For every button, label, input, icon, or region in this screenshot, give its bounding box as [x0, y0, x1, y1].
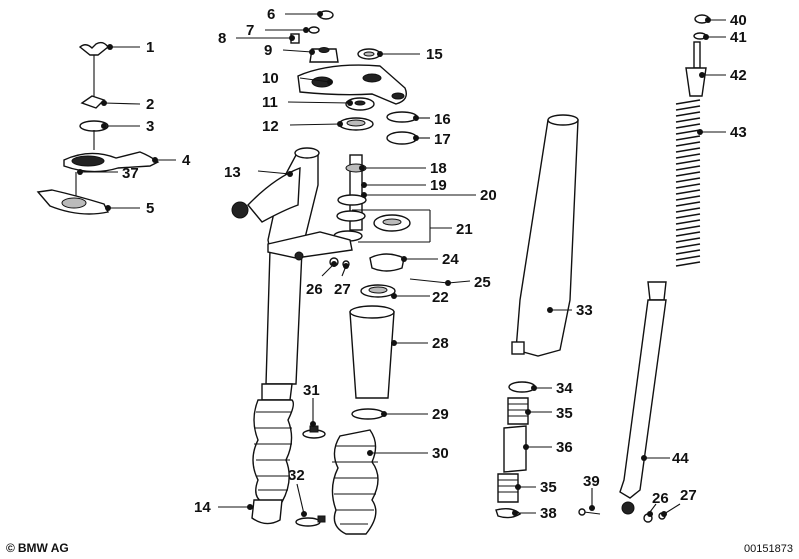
callout-26-lower: 26 [652, 490, 669, 507]
callout-15: 15 [426, 46, 443, 63]
callout-21: 21 [456, 221, 473, 238]
callout-35-lower: 35 [540, 479, 557, 496]
leader-lines [77, 11, 726, 517]
lower-tube-44-part [619, 281, 667, 515]
clamp-24-part [369, 253, 405, 272]
callout-5: 5 [146, 200, 154, 217]
cap-nut-9-part [309, 47, 339, 63]
callout-19: 19 [430, 177, 447, 194]
ring-17-part [386, 131, 418, 145]
washer-7-part [308, 26, 320, 34]
callout-11: 11 [262, 94, 278, 111]
copyright-text: BMW AG [17, 541, 69, 555]
document-id: 00151873 [744, 543, 793, 555]
callout-41: 41 [730, 29, 747, 46]
callout-43: 43 [730, 124, 747, 141]
callout-31: 31 [303, 382, 320, 399]
bearing-12-part [338, 117, 374, 131]
seal-22-part [360, 284, 396, 298]
callout-12: 12 [262, 118, 279, 135]
gaiter-30-part [331, 429, 379, 535]
callout-3: 3 [146, 118, 154, 135]
callout-2: 2 [146, 96, 154, 113]
callout-16: 16 [434, 111, 451, 128]
spring-43-part [675, 99, 701, 267]
callout-22: 22 [432, 289, 449, 306]
callout-8: 8 [218, 30, 226, 47]
callout-10: 10 [262, 70, 279, 87]
callout-1: 1 [146, 39, 154, 56]
callout-4: 4 [182, 152, 191, 169]
callout-36: 36 [556, 439, 573, 456]
callout-37: 37 [122, 165, 139, 182]
callout-25: 25 [474, 274, 491, 291]
fork-leg-13-part [231, 147, 353, 385]
callout-30: 30 [432, 445, 449, 462]
callout-35-upper: 35 [556, 405, 573, 422]
copyright-notice: © BMW AG [6, 541, 69, 555]
bushing-35a-part [507, 397, 529, 425]
cover-tube-28-part [349, 305, 395, 399]
copyright-icon: © [6, 541, 15, 555]
damper-bracket-part [63, 151, 160, 200]
callout-42: 42 [730, 67, 747, 84]
callout-40: 40 [730, 12, 747, 29]
callout-26-upper: 26 [306, 281, 323, 298]
nut-11-part [345, 97, 375, 111]
screw-39-part [578, 508, 601, 516]
clip-31-part [302, 425, 326, 439]
callout-29: 29 [432, 406, 449, 423]
upper-bridge-10-part [297, 64, 408, 105]
damper-rod-42-part [685, 41, 707, 97]
callout-39: 39 [583, 473, 600, 490]
clip-32-part [295, 515, 326, 527]
seal-16-part [386, 111, 418, 123]
sleeve-36-part [503, 425, 527, 473]
callout-44: 44 [672, 450, 689, 467]
callout-17: 17 [434, 131, 451, 148]
callout-13: 13 [224, 164, 241, 181]
ring-34-part [508, 381, 536, 393]
gaiter-14-part [251, 383, 295, 525]
callout-28: 28 [432, 335, 449, 352]
wing-knob-part [78, 41, 109, 100]
washer-15-part [357, 48, 381, 60]
callout-32: 32 [288, 467, 305, 484]
callout-27-lower: 27 [680, 487, 697, 504]
callout-38: 38 [540, 505, 557, 522]
callout-27-upper: 27 [334, 281, 351, 298]
bolt-25-part [409, 278, 449, 284]
slider-tube-33-part [511, 114, 579, 357]
callout-9: 9 [264, 42, 272, 59]
ring-29-part [351, 408, 385, 420]
callout-7: 7 [246, 22, 254, 39]
callout-20: 20 [480, 187, 497, 204]
callout-33: 33 [576, 302, 593, 319]
callout-6: 6 [267, 6, 275, 23]
callout-labels: 1 2 3 4 37 5 6 7 8 9 15 10 11 12 16 17 1… [122, 6, 747, 522]
callout-34: 34 [556, 380, 573, 397]
callout-18: 18 [430, 160, 447, 177]
bearing-21-part [373, 214, 411, 232]
damper-base-part [36, 189, 110, 215]
bushing-35b-part [497, 473, 519, 503]
callout-14: 14 [194, 499, 211, 516]
callout-24: 24 [442, 251, 459, 268]
